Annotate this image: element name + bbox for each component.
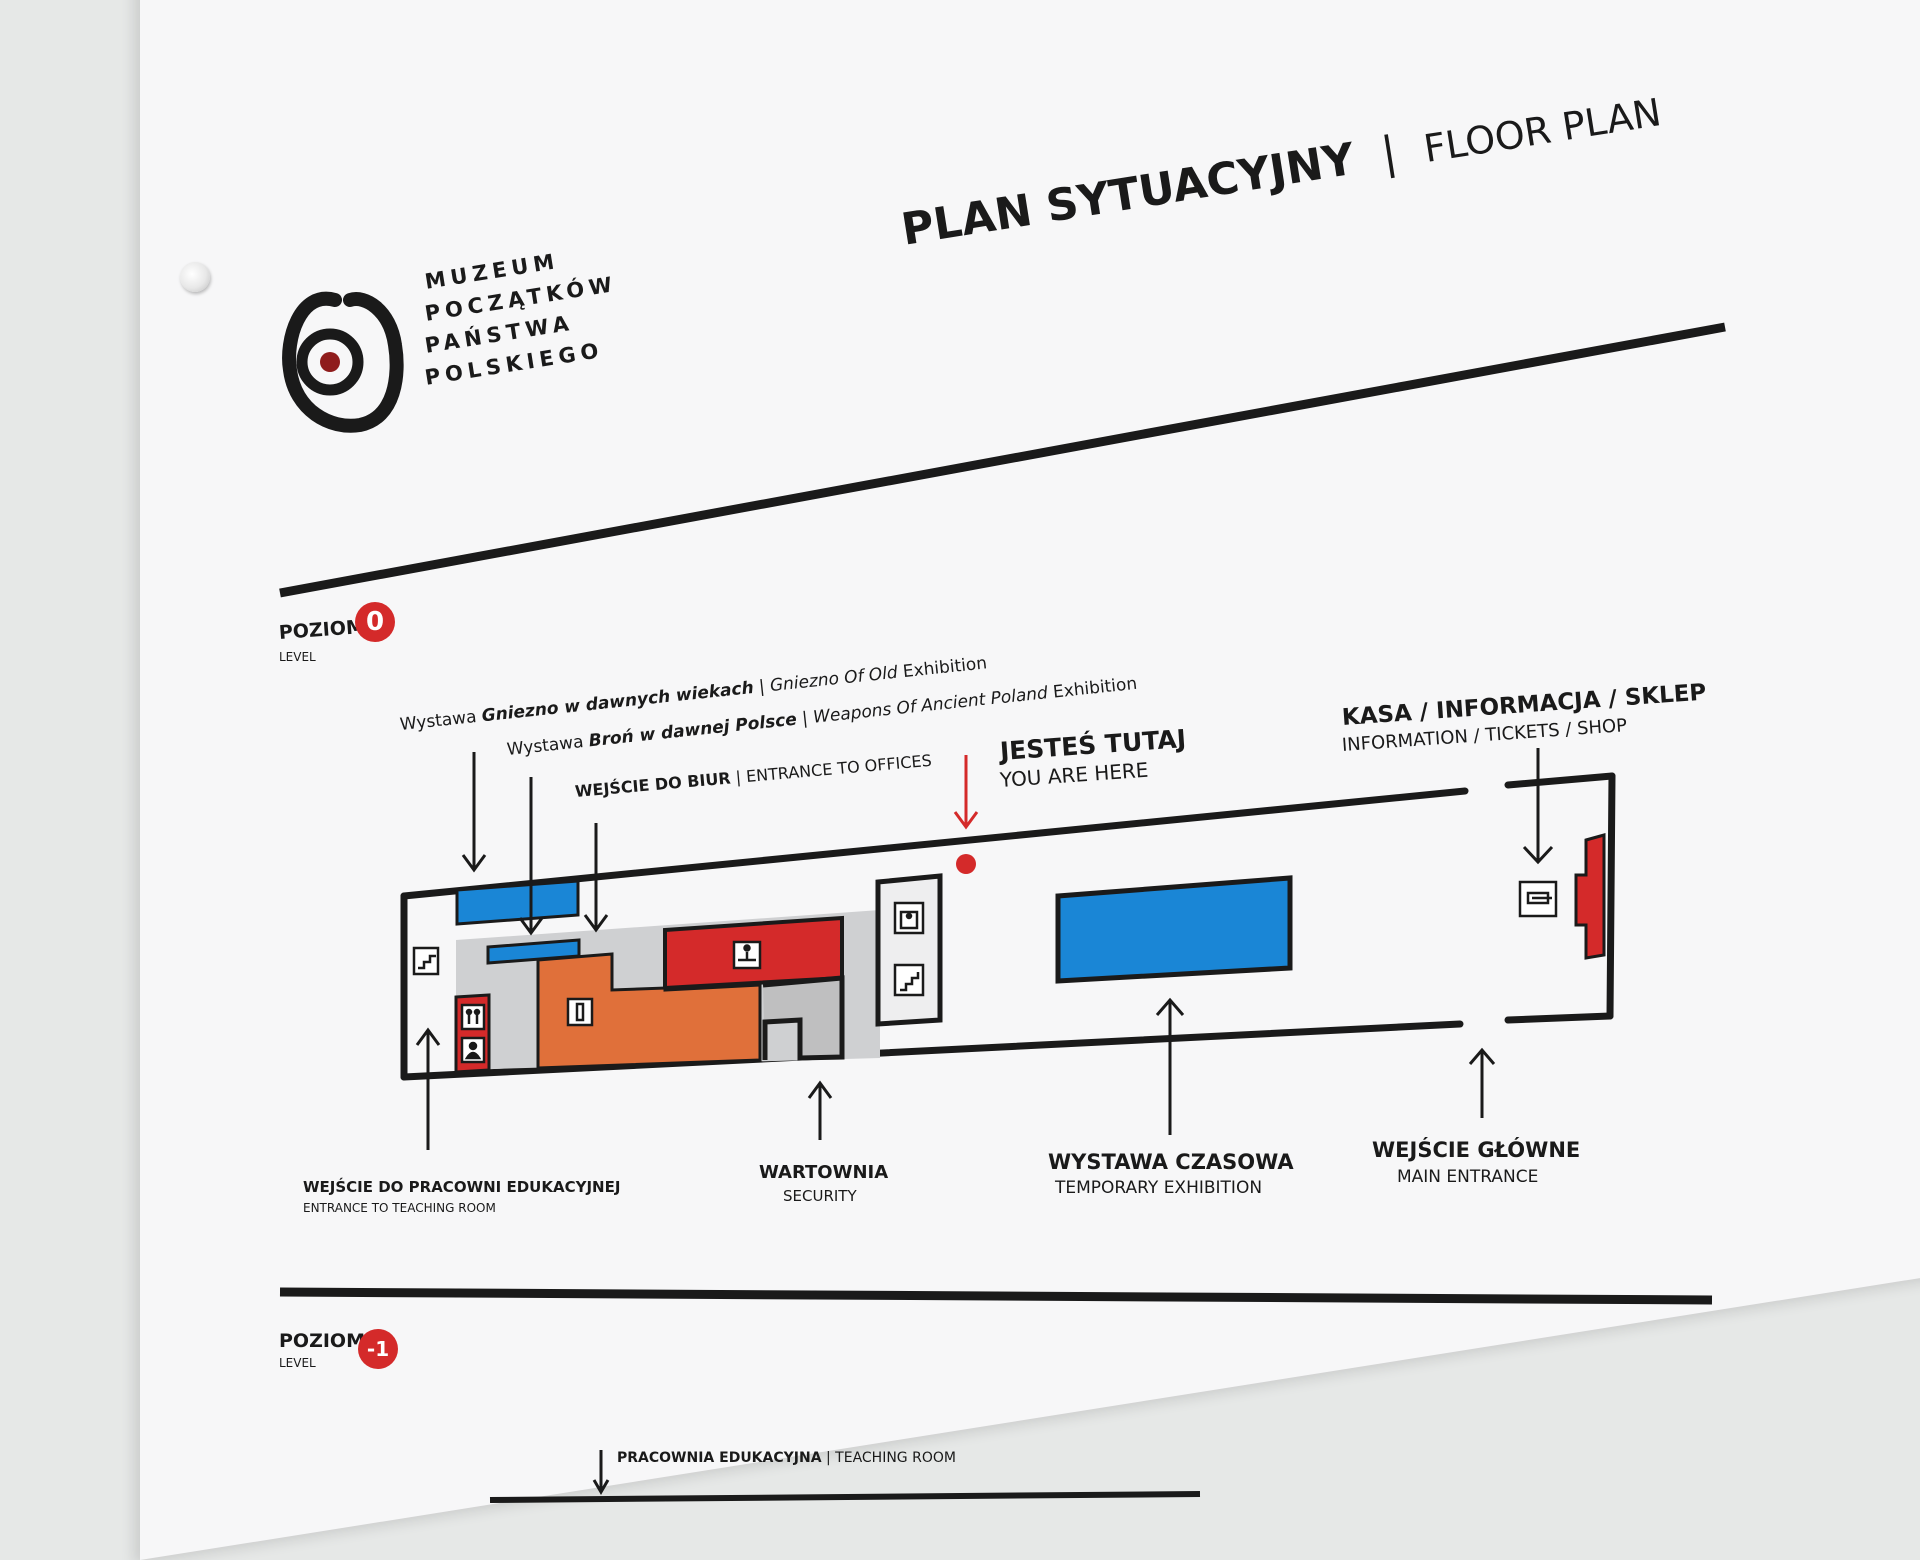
first-aid-icon <box>566 997 594 1027</box>
temporary-exhibition-room <box>1055 875 1293 984</box>
section-rule <box>279 1287 1713 1305</box>
baby-change-icon <box>460 1036 486 1064</box>
level-minus1-label: POZIOM <box>279 1330 365 1352</box>
security-room <box>762 975 845 1061</box>
mounting-pin <box>180 262 210 292</box>
temporary-exhibition-label: WYSTAWA CZASOWA <box>1048 1150 1294 1174</box>
building-outline <box>400 772 1616 1081</box>
you-are-here-marker-icon <box>956 854 976 874</box>
temporary-exhibition-sublabel: TEMPORARY EXHIBITION <box>1055 1178 1263 1198</box>
level-minus1-badge: -1 <box>358 1329 398 1369</box>
level-0-sublabel: LEVEL <box>279 650 316 664</box>
information-hall <box>536 952 762 1070</box>
floor-plan-board: MUZEUM POCZĄTKÓW PAŃSTWA POLSKIEGO PLAN … <box>140 0 1920 1560</box>
teaching-room-entrance-label: WEJŚCIE DO PRACOWNI EDUKACYJNEJ <box>303 1178 621 1196</box>
label-separator: | <box>801 708 809 729</box>
floor-plan-drawing <box>279 291 1726 1503</box>
teaching-room-label: PRACOWNIA EDUKACYJNA | TEACHING ROOM <box>617 1450 956 1466</box>
museum-logo-icon <box>282 291 404 433</box>
main-entrance-sublabel: MAIN ENTRANCE <box>1397 1167 1539 1187</box>
pointer-arrows <box>415 748 1554 1495</box>
label-separator: | <box>826 1450 831 1466</box>
label-polish: PRACOWNIA EDUKACYJNA <box>617 1450 822 1466</box>
main-entrance-label: WEJŚCIE GŁÓWNE <box>1372 1138 1581 1162</box>
gniezno-exhibition-room <box>455 879 580 926</box>
label-separator: | <box>734 767 742 787</box>
stairs-icon <box>412 946 440 976</box>
tickets-icon <box>1518 880 1558 918</box>
label-separator: | <box>757 676 766 698</box>
security-sublabel: SECURITY <box>783 1187 857 1205</box>
title-separator: | <box>1377 127 1401 180</box>
stairs-icon <box>893 963 925 997</box>
label-english: TEACHING ROOM <box>835 1450 956 1466</box>
elevator-icon <box>893 901 925 935</box>
you-are-here-arrow <box>953 755 979 830</box>
level-0-badge: 0 <box>355 602 395 642</box>
lower-room-wall <box>489 1491 1201 1503</box>
info-desk-icon <box>732 940 762 970</box>
teaching-room-entrance-sublabel: ENTRANCE TO TEACHING ROOM <box>303 1201 496 1215</box>
elevator-core <box>875 873 943 1027</box>
header-rule <box>279 322 1726 598</box>
security-label: WARTOWNIA <box>759 1162 889 1183</box>
restroom-icon <box>460 1003 486 1031</box>
level-minus1-sublabel: LEVEL <box>279 1356 316 1370</box>
ticket-desk-block <box>1574 833 1606 960</box>
